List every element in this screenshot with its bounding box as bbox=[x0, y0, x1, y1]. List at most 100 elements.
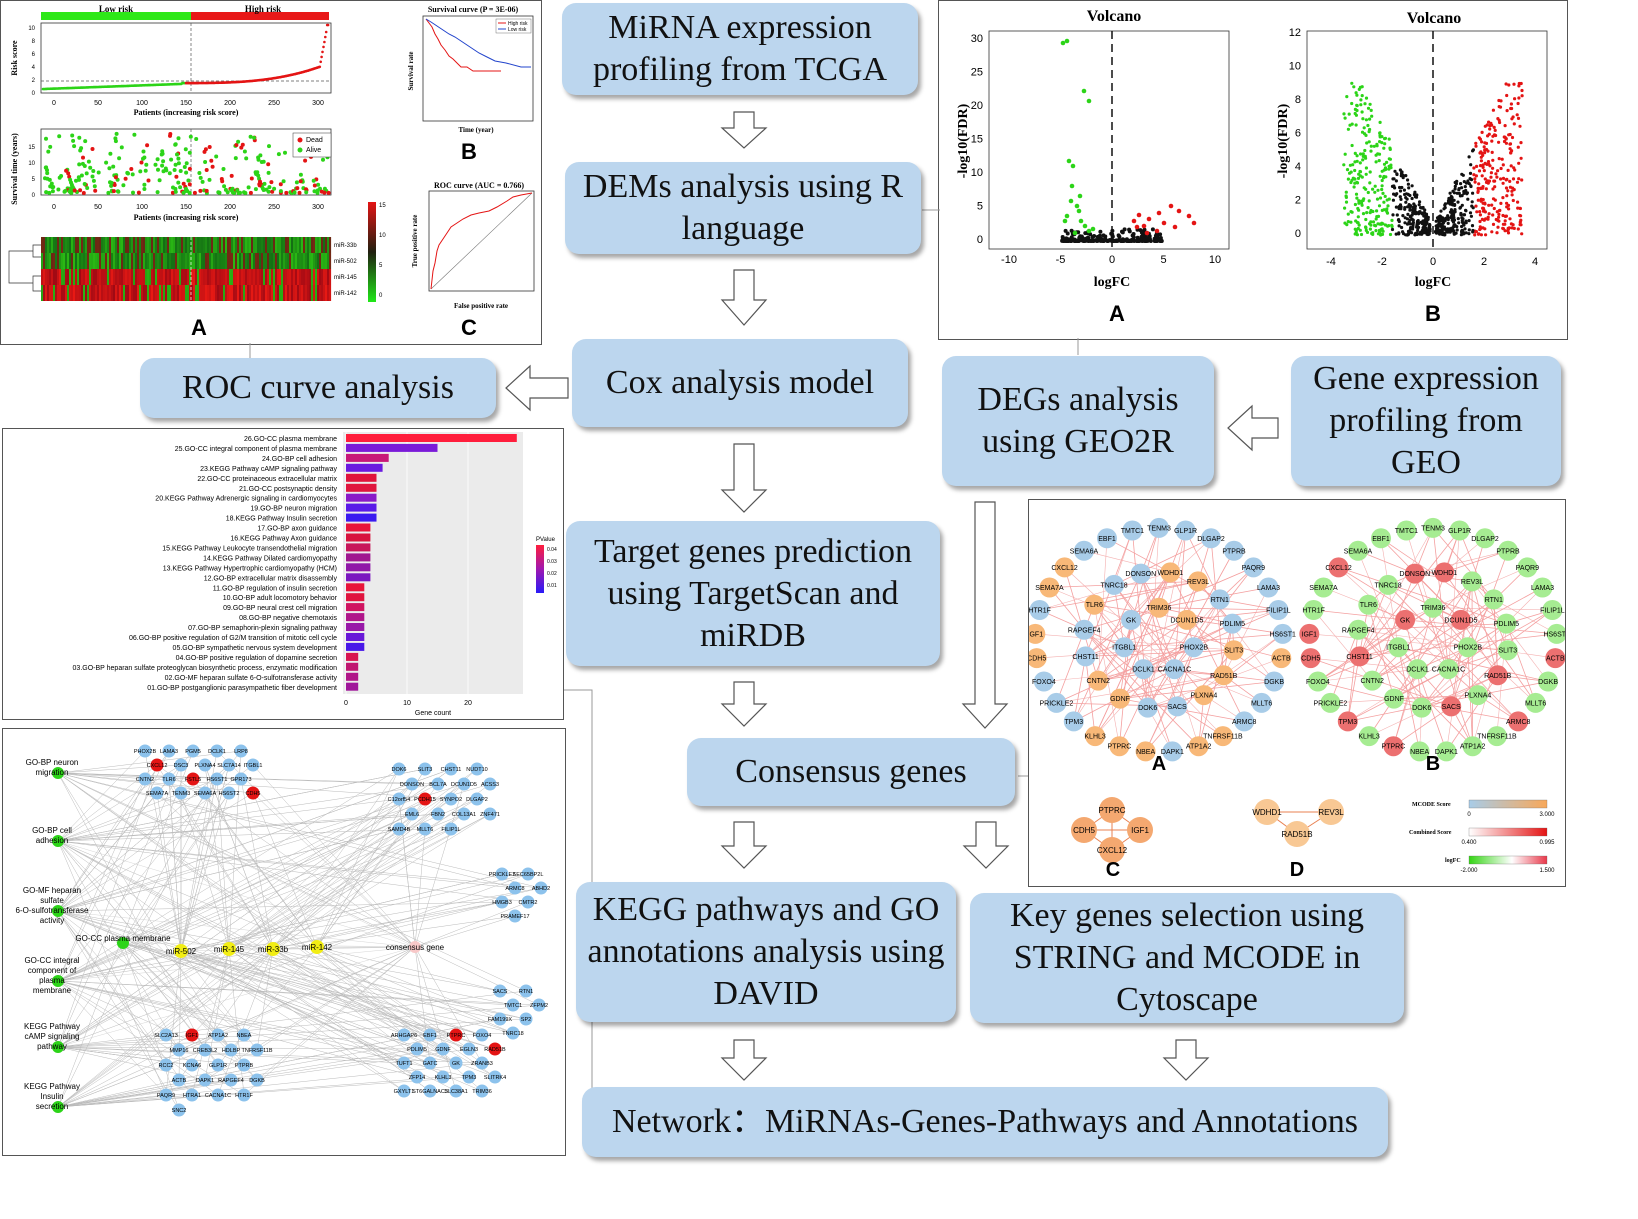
heatmap-cell bbox=[135, 253, 138, 269]
survival-x-tick: 0 bbox=[52, 204, 56, 211]
heatmap-cell bbox=[127, 253, 130, 269]
heatmap-cell bbox=[77, 269, 80, 285]
volcano-b-point bbox=[1394, 205, 1398, 209]
ppi-a-node bbox=[1121, 609, 1142, 630]
ppi-a-node-label: ACTB bbox=[1272, 656, 1291, 663]
alive-point bbox=[125, 170, 130, 175]
network-edge bbox=[272, 948, 405, 1036]
volcano-a-down-point bbox=[1068, 198, 1074, 204]
gene-node bbox=[436, 1042, 450, 1056]
heatmap-cell bbox=[43, 285, 46, 301]
heatmap-cell bbox=[243, 237, 246, 253]
volcano-a-point bbox=[1137, 238, 1142, 243]
volcano-b-point bbox=[1379, 222, 1383, 226]
network-edge bbox=[180, 792, 230, 950]
heatmap-cell bbox=[103, 285, 106, 301]
volcano-b-point bbox=[1475, 164, 1479, 168]
heatmap-cell bbox=[275, 269, 278, 285]
dead-point bbox=[266, 162, 271, 167]
volcano-b-point bbox=[1505, 93, 1509, 98]
ppi-a-node-label: DONSON bbox=[1125, 571, 1156, 578]
network-edge bbox=[57, 910, 416, 948]
alive-point bbox=[108, 151, 113, 156]
network-edge bbox=[57, 840, 405, 1092]
volcano-a-point bbox=[1126, 239, 1131, 243]
ppi-b-node-label: TPM3 bbox=[1338, 719, 1357, 726]
gene-node bbox=[159, 1058, 173, 1072]
ppi-a-node bbox=[1097, 528, 1117, 549]
ppi-b-node-label: ITGBL1 bbox=[1386, 645, 1410, 652]
heatmap-cell bbox=[179, 285, 182, 301]
gene-node bbox=[495, 867, 509, 881]
volcano-b-point bbox=[1463, 227, 1467, 231]
heatmap-cell bbox=[103, 237, 106, 253]
volcano-b-point bbox=[1371, 220, 1376, 224]
network-edge bbox=[57, 910, 180, 1051]
heatmap-cell bbox=[47, 253, 50, 269]
gene-node bbox=[138, 744, 152, 758]
network-edge bbox=[316, 946, 483, 1064]
network-edge bbox=[57, 768, 400, 982]
heatmap-cell bbox=[287, 253, 290, 269]
heatmap-cell bbox=[151, 285, 154, 301]
heatmap-cell bbox=[43, 269, 46, 285]
go-bars bbox=[346, 434, 517, 691]
volcano-b-point bbox=[1483, 141, 1487, 145]
volcano-a-frame bbox=[988, 30, 1230, 250]
ppi-b-node bbox=[1384, 688, 1404, 709]
volcano-a-point bbox=[1147, 236, 1152, 241]
alive-point bbox=[315, 188, 320, 193]
heatmap-cell bbox=[307, 269, 310, 285]
heatmap-cell bbox=[107, 237, 110, 253]
volcano-b-point bbox=[1398, 185, 1402, 190]
gene-node bbox=[519, 1012, 533, 1026]
ppi-a-edge bbox=[1085, 649, 1234, 657]
ppi-label-b: B bbox=[1426, 753, 1440, 775]
volcano-b-point bbox=[1510, 117, 1514, 121]
alive-point bbox=[84, 171, 89, 176]
volcano-b-point bbox=[1344, 190, 1348, 194]
network-box: Network：MiRNAs-Genes-Pathways and Annota… bbox=[582, 1087, 1388, 1157]
network-edge bbox=[57, 980, 431, 1064]
network-edge bbox=[57, 828, 400, 1108]
heatmap-cell bbox=[147, 253, 150, 269]
heatmap-cell bbox=[51, 285, 54, 301]
volcano-b-point bbox=[1490, 139, 1494, 143]
ppi-b-node bbox=[1349, 646, 1370, 667]
heatmap-cell bbox=[197, 285, 200, 301]
network-edge bbox=[165, 950, 182, 1096]
heatmap-cell bbox=[161, 285, 164, 301]
volcano-b-point bbox=[1450, 198, 1454, 202]
alive-point bbox=[43, 176, 47, 181]
heatmap-cell bbox=[309, 253, 312, 269]
heatmap-cell bbox=[227, 253, 230, 269]
risk-score-ylabel: Risk score bbox=[10, 40, 19, 76]
heatmap-cell bbox=[249, 253, 252, 269]
volcano-a-point bbox=[1140, 229, 1145, 234]
alive-point bbox=[142, 182, 147, 187]
ppi-a-node-label: PLXNA4 bbox=[1190, 693, 1217, 700]
alive-point bbox=[91, 169, 96, 173]
heatmap-cell bbox=[147, 237, 150, 253]
heatmap-cell bbox=[303, 269, 306, 285]
ppi-a-node bbox=[1114, 637, 1135, 658]
volcano-b-point bbox=[1466, 197, 1470, 201]
ppi-a-node bbox=[1201, 528, 1221, 549]
network-edge bbox=[57, 772, 527, 992]
heatmap-cell bbox=[147, 269, 150, 285]
heatmap-cell bbox=[175, 237, 178, 253]
volcano-b-point bbox=[1353, 151, 1357, 155]
heatmap-cell bbox=[285, 285, 288, 301]
network-edge bbox=[57, 910, 527, 1020]
volcano-a-y-tick: 25 bbox=[971, 67, 983, 79]
go-term-label: 19.GO-BP neuron migration bbox=[250, 506, 337, 513]
ppi-a-node-label: DGKB bbox=[1264, 679, 1284, 686]
heatmap-cell bbox=[121, 253, 124, 269]
gene-node bbox=[224, 1043, 238, 1057]
heatmap-cell bbox=[63, 285, 66, 301]
volcano-a-x-tick: -5 bbox=[1056, 254, 1066, 266]
volcano-label-b: B bbox=[1425, 301, 1441, 326]
heatmap-cell bbox=[121, 285, 124, 301]
gene-node-label: SEMA7A bbox=[146, 791, 169, 797]
